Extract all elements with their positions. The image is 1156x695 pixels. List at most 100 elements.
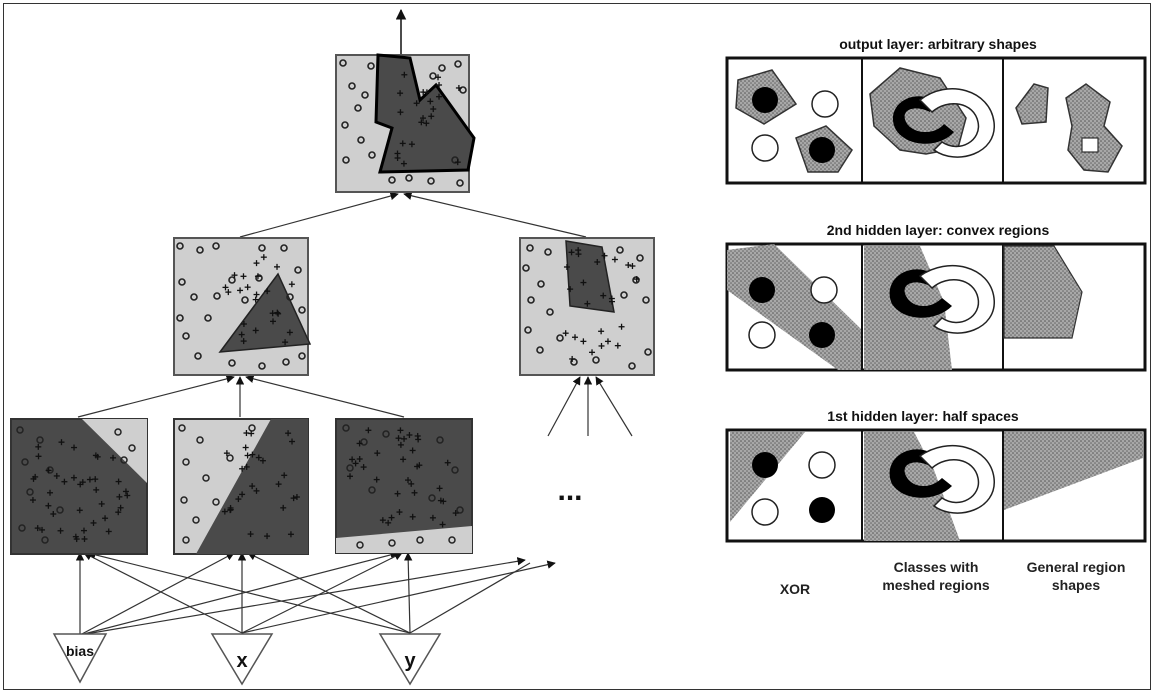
plus-marker-1 xyxy=(253,291,260,298)
output-panel-title: output layer: arbitrary shapes xyxy=(839,36,1037,52)
plus-marker-3 xyxy=(98,500,105,507)
plus-marker-0 xyxy=(455,84,462,91)
plus-marker-3 xyxy=(110,454,117,461)
plus-marker-3 xyxy=(86,476,93,483)
plus-marker-5 xyxy=(406,431,413,438)
plus-marker-5 xyxy=(416,462,423,469)
plus-marker-5 xyxy=(360,464,367,471)
plus-marker-3 xyxy=(35,453,42,460)
input-label-bias: bias xyxy=(66,643,94,659)
plus-marker-0 xyxy=(423,120,430,127)
plus-marker-1 xyxy=(231,272,238,279)
plus-marker-5 xyxy=(444,459,451,466)
plus-marker-1 xyxy=(237,287,244,294)
plus-marker-4 xyxy=(247,531,254,538)
column-label-xor-text: XOR xyxy=(779,581,811,597)
plus-marker-5 xyxy=(385,519,392,526)
plus-marker-4 xyxy=(293,494,300,501)
plus-marker-3 xyxy=(70,474,77,481)
plus-marker-0 xyxy=(399,140,406,147)
plus-marker-0 xyxy=(436,82,443,89)
plus-marker-5 xyxy=(436,485,443,492)
plus-marker-1 xyxy=(240,338,247,345)
plus-marker-5 xyxy=(373,476,380,483)
plus-marker-3 xyxy=(73,536,80,543)
hidden2-panel-title: 2nd hidden layer: convex regions xyxy=(827,222,1050,238)
plus-marker-3 xyxy=(81,535,88,542)
plus-marker-5 xyxy=(396,509,403,516)
plus-marker-3 xyxy=(124,492,131,499)
plus-marker-5 xyxy=(405,477,412,484)
plus-marker-4 xyxy=(248,430,255,437)
plus-marker-5 xyxy=(394,490,401,497)
plus-marker-4 xyxy=(243,463,250,470)
plus-marker-3 xyxy=(94,453,101,460)
plus-marker-4 xyxy=(223,450,230,457)
plus-marker-4 xyxy=(239,465,246,472)
plus-marker-5 xyxy=(408,480,415,487)
plus-marker-5 xyxy=(347,473,354,480)
plus-marker-5 xyxy=(452,510,459,517)
plus-marker-2 xyxy=(601,252,608,259)
plus-marker-0 xyxy=(436,93,443,100)
plus-marker-5 xyxy=(414,432,421,439)
hidden1-node-1 xyxy=(10,418,148,555)
plus-marker-1 xyxy=(275,310,282,317)
hidden1-panel xyxy=(725,428,1147,543)
input-node-x: x xyxy=(210,633,274,686)
plus-marker-1 xyxy=(244,284,251,291)
plus-marker-3 xyxy=(115,509,122,516)
plus-marker-1 xyxy=(252,327,259,334)
input-label-y: y xyxy=(404,650,416,672)
plus-marker-2 xyxy=(600,292,607,299)
plus-marker-0 xyxy=(400,160,407,167)
plus-marker-3 xyxy=(115,478,122,485)
plus-marker-3 xyxy=(117,504,124,511)
plus-marker-4 xyxy=(287,531,294,538)
column-label-meshed-line1: Classes with xyxy=(893,559,979,575)
plus-marker-1 xyxy=(254,273,261,280)
plus-marker-5 xyxy=(409,447,416,454)
plus-marker-2 xyxy=(598,328,605,335)
plus-marker-4 xyxy=(235,496,242,503)
plus-marker-0 xyxy=(430,106,437,113)
hidden2-to-output-connections xyxy=(239,191,587,238)
plus-marker-5 xyxy=(397,441,404,448)
plus-marker-4 xyxy=(249,451,256,458)
plus-marker-1 xyxy=(288,281,295,288)
input-label-x: x xyxy=(236,650,247,672)
plus-marker-2 xyxy=(608,298,615,305)
plus-marker-1 xyxy=(274,263,281,270)
input-connections xyxy=(75,550,556,636)
plus-marker-2 xyxy=(604,338,611,345)
plus-marker-3 xyxy=(80,527,87,534)
plus-marker-2 xyxy=(598,342,605,349)
plus-marker-4 xyxy=(280,504,287,511)
plus-marker-1 xyxy=(274,309,281,316)
plus-marker-2 xyxy=(580,338,587,345)
plus-marker-5 xyxy=(411,489,418,496)
plus-marker-4 xyxy=(281,472,288,479)
plus-marker-4 xyxy=(242,444,249,451)
plus-marker-2 xyxy=(572,334,579,341)
plus-marker-4 xyxy=(255,454,262,461)
plus-marker-2 xyxy=(594,258,601,265)
plus-marker-4 xyxy=(264,533,271,540)
input-node-y: y xyxy=(378,633,442,686)
plus-marker-3 xyxy=(30,475,37,482)
plus-marker-3 xyxy=(93,486,100,493)
plus-marker-5 xyxy=(356,440,363,447)
plus-marker-2 xyxy=(584,300,591,307)
plus-marker-3 xyxy=(58,439,65,446)
plus-marker-0 xyxy=(420,89,427,96)
plus-marker-3 xyxy=(50,510,57,517)
plus-marker-4 xyxy=(253,487,260,494)
plus-marker-5 xyxy=(365,427,372,434)
plus-marker-3 xyxy=(57,527,64,534)
column-label-general-line2: shapes xyxy=(1051,577,1101,593)
plus-marker-5 xyxy=(395,435,402,442)
plus-marker-3 xyxy=(39,526,46,533)
plus-marker-1 xyxy=(260,254,267,261)
hidden1-node-2 xyxy=(173,418,309,555)
